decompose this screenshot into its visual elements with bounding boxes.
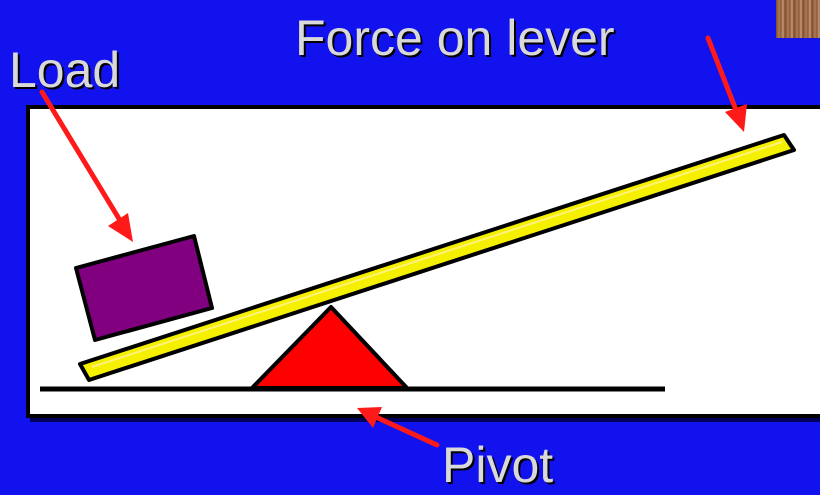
pivot-arrow [357,407,440,448]
force-label: Force on lever [295,10,615,66]
load-box [74,234,214,342]
corner-image [776,0,820,38]
load-label: Load [9,42,121,98]
lever-highlight [91,141,783,368]
load-arrow [39,89,133,242]
pivot-label: Pivot [442,437,554,493]
force-arrow [705,35,747,132]
pivot-triangle [250,305,409,390]
